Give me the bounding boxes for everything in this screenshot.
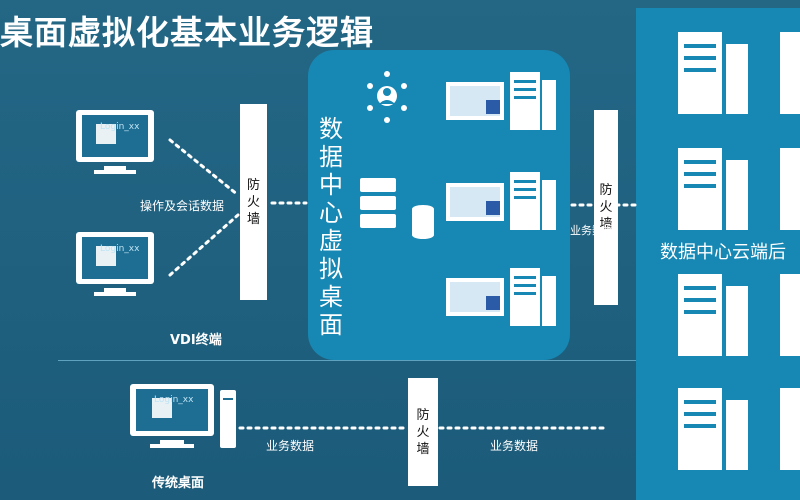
document-icon — [446, 183, 504, 221]
firewall-right-char: 墙 — [599, 217, 613, 232]
connector-vdi-bottom — [168, 213, 240, 277]
server-icon — [510, 268, 556, 326]
datacenter-desktop-label: 数据中心虚拟桌面 — [319, 115, 343, 339]
login-text: Login_xx — [154, 395, 194, 405]
firewall-bottom-char: 防 — [416, 407, 430, 423]
server-icon — [678, 148, 748, 230]
biz-data-label-right: 业务数据 — [570, 224, 614, 237]
biz-data-label-left: 业务数据 — [266, 439, 315, 453]
server-icon — [780, 148, 800, 230]
vdi-terminal-label: VDI终端 — [170, 333, 222, 348]
dc-vm-row — [446, 270, 508, 324]
monitor-icon — [76, 110, 154, 174]
cloud-backend-label: 数据中心云端后 — [660, 242, 786, 263]
server-icon — [510, 172, 556, 230]
legacy-desktop-label: 传统桌面 — [152, 476, 205, 491]
dc-vm-row — [446, 74, 508, 128]
server-icon — [678, 274, 748, 356]
server-icon — [510, 72, 556, 130]
login-text: Login_xx — [100, 244, 140, 254]
firewall-right-char: 防 — [599, 183, 613, 198]
biz-data-label-bottom: 业务数据 — [490, 439, 539, 453]
firewall-left: 防 火 墙 — [240, 104, 267, 300]
firewall-bottom-char: 墙 — [416, 441, 430, 457]
server-icon — [678, 32, 748, 114]
connector-vdi-top — [168, 138, 240, 197]
monitor-icon — [76, 232, 154, 296]
firewall-bottom-char: 火 — [416, 424, 430, 440]
login-text: Login_xx — [100, 122, 140, 132]
server-icon — [780, 32, 800, 114]
dc-vm-row — [446, 175, 508, 229]
firewall-bottom: 防 火 墙 — [408, 378, 438, 486]
document-icon — [446, 82, 504, 120]
server-icon — [780, 274, 800, 356]
database-icon — [412, 205, 434, 239]
server-icon — [678, 388, 748, 470]
user-network-icon — [367, 71, 407, 123]
pc-tower-icon — [130, 384, 236, 448]
document-icon — [446, 278, 504, 316]
server-icon — [360, 178, 396, 228]
firewall-right-char: 火 — [599, 200, 613, 215]
server-icon — [780, 388, 800, 470]
firewall-left-char: 火 — [246, 194, 260, 210]
firewall-left-char: 防 — [246, 177, 260, 193]
ops-session-label: 操作及会话数据 — [140, 199, 225, 213]
section-divider — [58, 360, 636, 361]
page-title: 桌面虚拟化基本业务逻辑 — [0, 13, 374, 52]
firewall-left-char: 墙 — [246, 211, 260, 227]
firewall-right: 防 火 墙 — [594, 110, 618, 305]
